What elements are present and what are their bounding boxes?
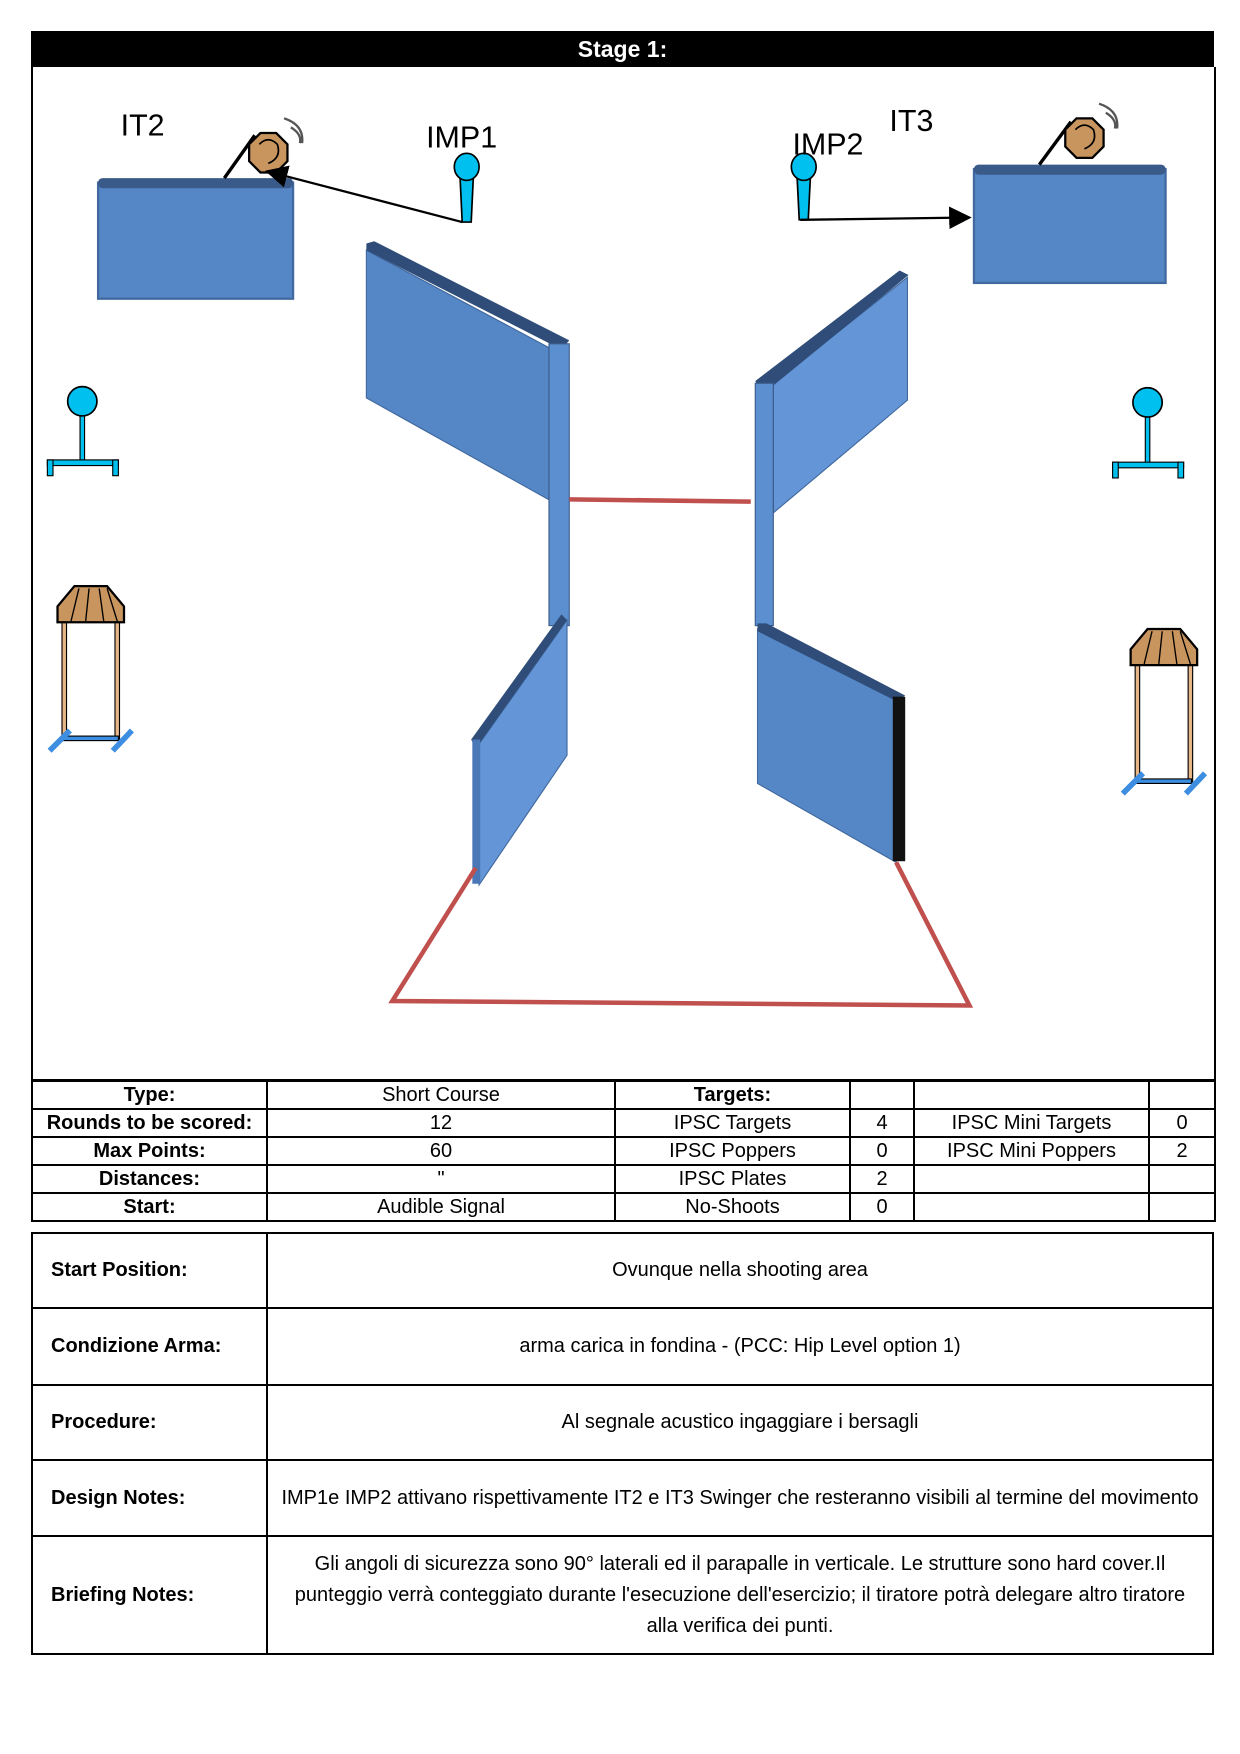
- notes-value: Al segnale acustico ingaggiare i bersagl…: [266, 1384, 1214, 1461]
- row-label: Distances:: [31, 1164, 268, 1194]
- row-label: Max Points:: [31, 1136, 268, 1166]
- target-count: 0: [849, 1192, 915, 1222]
- notes-row: Design Notes:IMP1e IMP2 attivano rispett…: [31, 1459, 1214, 1537]
- mini-target-count: [1148, 1080, 1216, 1110]
- stage-notes-table: Start Position:Ovunque nella shooting ar…: [31, 1232, 1214, 1655]
- mini-target-type: [913, 1080, 1150, 1110]
- target-type: No-Shoots: [614, 1192, 851, 1222]
- notes-value: Gli angoli di sicurezza sono 90° lateral…: [266, 1535, 1214, 1655]
- mini-target-count: 0: [1148, 1108, 1216, 1138]
- notes-value: Ovunque nella shooting area: [266, 1232, 1214, 1309]
- mini-target-type: IPSC Mini Poppers: [913, 1136, 1150, 1166]
- notes-row: Briefing Notes:Gli angoli di sicurezza s…: [31, 1535, 1214, 1655]
- notes-label: Procedure:: [31, 1384, 268, 1461]
- mini-target-count: [1148, 1192, 1216, 1222]
- target-type: IPSC Poppers: [614, 1136, 851, 1166]
- row-label: Type:: [31, 1080, 268, 1110]
- notes-label: Briefing Notes:: [31, 1535, 268, 1655]
- notes-value: arma carica in fondina - (PCC: Hip Level…: [266, 1307, 1214, 1386]
- row-value: Short Course: [266, 1080, 616, 1110]
- target-type: IPSC Targets: [614, 1108, 851, 1138]
- target-count: 0: [849, 1136, 915, 1166]
- notes-label: Condizione Arma:: [31, 1307, 268, 1386]
- target-count: [849, 1080, 915, 1110]
- mini-target-count: [1148, 1164, 1216, 1194]
- notes-row: Start Position:Ovunque nella shooting ar…: [31, 1232, 1214, 1309]
- stage-diagram-frame: [31, 67, 1216, 1081]
- row-value: 12: [266, 1108, 616, 1138]
- mini-target-type: IPSC Mini Targets: [913, 1108, 1150, 1138]
- mini-target-type: [913, 1164, 1150, 1194]
- notes-label: Design Notes:: [31, 1459, 268, 1537]
- row-value: 60: [266, 1136, 616, 1166]
- notes-row: Condizione Arma:arma carica in fondina -…: [31, 1307, 1214, 1386]
- row-value: Audible Signal: [266, 1192, 616, 1222]
- mini-target-type: [913, 1192, 1150, 1222]
- row-label: Rounds to be scored:: [31, 1108, 268, 1138]
- target-count: 4: [849, 1108, 915, 1138]
- target-count: 2: [849, 1164, 915, 1194]
- target-type: Targets:: [614, 1080, 851, 1110]
- notes-value: IMP1e IMP2 attivano rispettivamente IT2 …: [266, 1459, 1214, 1537]
- mini-target-count: 2: [1148, 1136, 1216, 1166]
- stage-title: Stage 1:: [31, 31, 1214, 67]
- target-type: IPSC Plates: [614, 1164, 851, 1194]
- notes-label: Start Position:: [31, 1232, 268, 1309]
- row-value: ": [266, 1164, 616, 1194]
- row-label: Start:: [31, 1192, 268, 1222]
- notes-row: Procedure:Al segnale acustico ingaggiare…: [31, 1384, 1214, 1461]
